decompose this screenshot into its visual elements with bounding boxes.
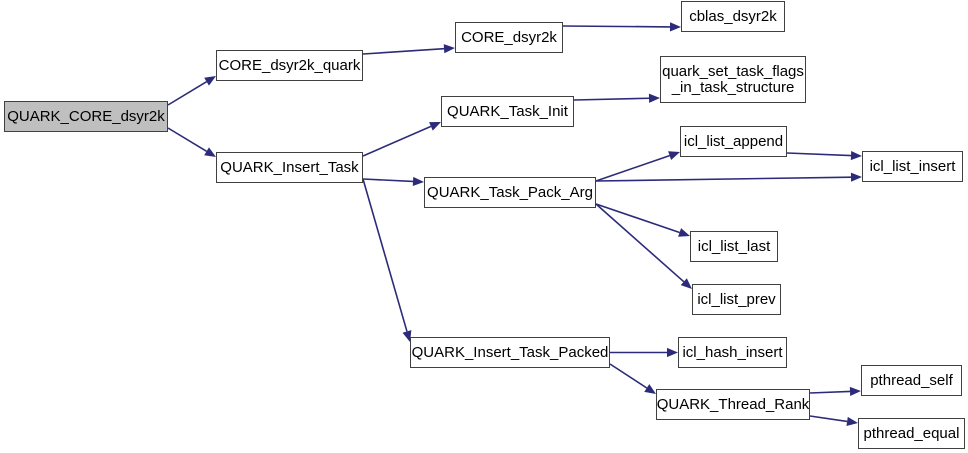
node-label: QUARK_CORE_dsyr2k <box>7 107 165 125</box>
node-label: CORE_dsyr2k_quark <box>218 56 361 74</box>
node-label: icl_list_append <box>683 132 784 150</box>
node-cblas_dsyr2k[interactable]: cblas_dsyr2k <box>681 1 785 32</box>
node-quark_task_pack_arg[interactable]: QUARK_Task_Pack_Arg <box>424 177 596 208</box>
node-core_dsyr2k[interactable]: CORE_dsyr2k <box>455 22 563 53</box>
node-icl_list_append[interactable]: icl_list_append <box>680 126 787 157</box>
node-label: icl_hash_insert <box>682 343 783 361</box>
edge-quark_insert_task_packed-to-quark_thread_rank <box>609 363 656 394</box>
node-core_dsyr2k_quark[interactable]: CORE_dsyr2k_quark <box>216 50 363 81</box>
node-label: pthread_equal <box>863 424 960 442</box>
node-icl_list_prev[interactable]: icl_list_prev <box>692 284 781 315</box>
edge-quark_insert_task-to-quark_task_init <box>362 122 441 157</box>
node-pthread_self[interactable]: pthread_self <box>861 365 962 396</box>
edge-quark_insert_task_packed-to-icl_hash_insert <box>610 347 678 358</box>
node-label: icl_list_insert <box>869 157 956 175</box>
edge-quark_task_pack_arg-to-icl_list_insert <box>595 172 862 182</box>
node-icl_hash_insert[interactable]: icl_hash_insert <box>678 337 787 368</box>
edge-quark_insert_task-to-quark_task_pack_arg <box>362 176 424 187</box>
node-quark_insert_task[interactable]: QUARK_Insert_Task <box>216 152 363 183</box>
edge-quark_task_pack_arg-to-icl_list_last <box>595 203 690 237</box>
node-quark_set_task_flags[interactable]: quark_set_task_flags _in_task_structure <box>660 56 806 103</box>
edge-quark_task_pack_arg-to-icl_list_append <box>595 151 680 182</box>
edge-quark_core_dsyr2k-to-core_dsyr2k_quark <box>167 76 216 106</box>
node-label: QUARK_Task_Pack_Arg <box>427 183 593 201</box>
node-label: icl_list_prev <box>697 290 776 308</box>
node-quark_core_dsyr2k[interactable]: QUARK_CORE_dsyr2k <box>4 101 168 132</box>
node-pthread_equal[interactable]: pthread_equal <box>858 418 965 449</box>
edge-core_dsyr2k_quark-to-core_dsyr2k <box>362 44 455 55</box>
edge-core_dsyr2k-to-cblas_dsyr2k <box>562 22 681 32</box>
edge-icl_list_append-to-icl_list_insert <box>786 150 862 161</box>
edge-quark_task_pack_arg-to-icl_list_prev <box>595 203 692 289</box>
node-quark_thread_rank[interactable]: QUARK_Thread_Rank <box>656 389 810 420</box>
edge-quark_thread_rank-to-pthread_equal <box>809 415 858 426</box>
edge-quark_insert_task-to-quark_insert_task_packed <box>362 178 412 342</box>
node-label: QUARK_Insert_Task_Packed <box>411 343 609 361</box>
node-label: cblas_dsyr2k <box>689 7 777 25</box>
node-icl_list_last[interactable]: icl_list_last <box>690 231 778 262</box>
edge-quark_task_init-to-quark_set_task_flags <box>573 93 660 103</box>
node-label: QUARK_Task_Init <box>447 102 568 120</box>
node-label: CORE_dsyr2k <box>461 28 557 46</box>
node-icl_list_insert[interactable]: icl_list_insert <box>862 151 963 182</box>
edge-quark_core_dsyr2k-to-quark_insert_task <box>167 127 216 157</box>
node-label: pthread_self <box>870 371 953 389</box>
node-label: QUARK_Thread_Rank <box>656 395 810 413</box>
node-label: quark_set_task_flags _in_task_structure <box>662 62 804 96</box>
node-label: QUARK_Insert_Task <box>220 158 359 176</box>
node-quark_task_init[interactable]: QUARK_Task_Init <box>441 96 574 127</box>
node-quark_insert_task_packed[interactable]: QUARK_Insert_Task_Packed <box>410 337 610 368</box>
node-label: icl_list_last <box>697 237 771 255</box>
edge-quark_thread_rank-to-pthread_self <box>809 386 861 397</box>
